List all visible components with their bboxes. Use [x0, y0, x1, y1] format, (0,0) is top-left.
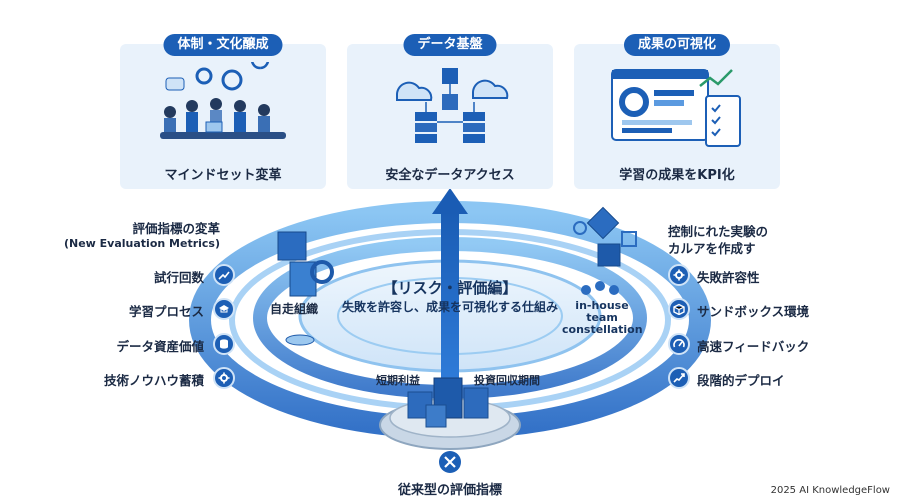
left-heading-line1: 評価指標の変革 [132, 221, 220, 236]
panel-caption-data-platform: 安全なデータアクセス [385, 168, 515, 183]
panel-culture [120, 44, 326, 189]
settings-icon [668, 264, 690, 286]
footer-credit: 2025 AI KnowledgeFlow [770, 485, 890, 496]
left-item-learning-process: 学習プロセス [128, 304, 204, 319]
panel-title-culture: 体制・文化醸成 [163, 34, 283, 56]
panel-title-visualization: 成果の可視化 [623, 34, 731, 56]
sandbox-box-icon [668, 298, 690, 320]
label-short-term-profit: 短期利益 [376, 374, 420, 387]
left-heading: 評価指標の変革 (New Evaluation Metrics) [64, 221, 220, 251]
left-item-know-how: 技術ノウハウ蓄積 [103, 373, 204, 388]
gear-icon [213, 367, 235, 389]
left-item-trial-count: 試行回数 [153, 270, 204, 285]
panel-title-data-platform: データ基盤 [403, 34, 497, 56]
right-item-sandbox: サンドボックス環境 [697, 304, 810, 319]
panel-caption-visualization: 学習の成果をKPI化 [619, 168, 735, 183]
database-icon [213, 333, 235, 355]
bottom-label-legacy-metrics: 従来型の評価指標 [397, 483, 503, 498]
center-title: 【リスク・評価編】 [382, 279, 518, 297]
right-item-staged-deploy: 段階的デプロイ [697, 373, 785, 388]
kpi-dashboard-illustration [611, 69, 741, 147]
left-item-data-asset-value: データ資産価値 [116, 339, 204, 354]
right-heading-line1: 控制にれた実験の [668, 224, 769, 239]
trend-icon [213, 264, 235, 286]
node-label-line2: team [586, 311, 618, 324]
right-item-failure-tolerance: 失敗許容性 [697, 270, 760, 285]
stairs-trend-icon [668, 367, 690, 389]
node-label-line3: constellation [562, 323, 643, 336]
right-heading: 控制にれた実験の カルアを作成す [668, 223, 768, 257]
right-item-fast-feedback: 高速フィードバック [697, 339, 810, 354]
center-subtitle: 失敗を許容し、成果を可視化する仕組み [341, 300, 559, 314]
node-label-self-driven-org: 自走組織 [270, 302, 319, 316]
node-label-line1: in-house [575, 299, 629, 312]
data-platform-illustration [396, 68, 509, 143]
speedometer-icon [668, 333, 690, 355]
graduation-cap-icon [213, 298, 235, 320]
node-label-in-house-team: in-house team constellation [562, 299, 643, 336]
right-heading-line2: カルアを作成す [668, 241, 756, 256]
label-payback-period: 投資回収期間 [474, 374, 540, 387]
panel-caption-culture: マインドセット変革 [164, 168, 282, 183]
left-heading-line2: (New Evaluation Metrics) [63, 237, 220, 250]
team-meeting-illustration [160, 62, 286, 139]
